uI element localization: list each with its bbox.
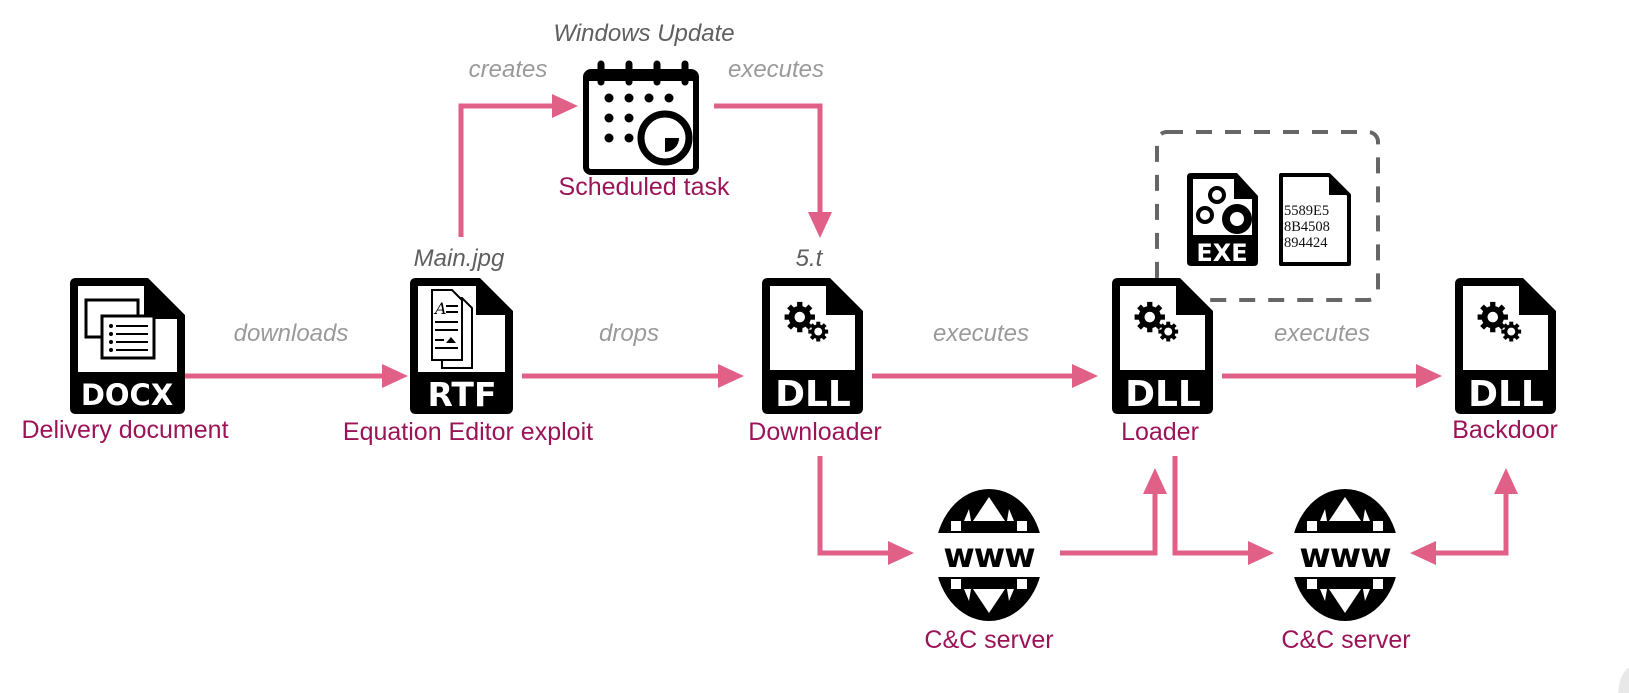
embedded-payload-group bbox=[1155, 130, 1380, 302]
arrowhead bbox=[808, 212, 832, 238]
arrowhead bbox=[718, 364, 744, 388]
node-label-cc-server-2: C&C server bbox=[1281, 626, 1411, 654]
node-label-cc-server-1: C&C server bbox=[924, 626, 1054, 654]
edge-label-downloads: downloads bbox=[233, 320, 349, 347]
node-label-delivery-document: Delivery document bbox=[21, 416, 229, 444]
node-label-backdoor: Backdoor bbox=[1452, 416, 1558, 444]
rtf-filename-label: Main.jpg bbox=[413, 245, 505, 272]
edge-label-task-executes: executes bbox=[727, 56, 825, 83]
dll-badge: DLL bbox=[775, 374, 851, 415]
www-globe-icon-cc1 bbox=[933, 489, 1045, 621]
hex-file-icon: 5589E5 8B4508 894424 bbox=[1279, 173, 1351, 266]
downloader-filename-label: 5.t bbox=[795, 245, 823, 272]
arrowhead bbox=[1416, 364, 1442, 388]
arrowhead bbox=[1143, 468, 1167, 494]
edge-label-loader-executes: executes bbox=[1273, 320, 1371, 347]
arrow-loader-to-cc2 bbox=[1172, 456, 1250, 556]
dll-file-icon-backdoor: DLL bbox=[1455, 278, 1556, 415]
docx-badge: DOCX bbox=[81, 378, 173, 412]
hex-line: 894424 bbox=[1284, 235, 1328, 251]
arrowhead bbox=[1072, 364, 1098, 388]
www-globe-icon-cc2 bbox=[1289, 489, 1401, 621]
page-curl-decoration bbox=[1618, 668, 1629, 693]
exe-file-icon: EXE bbox=[1187, 173, 1258, 267]
node-label-scheduled-task: Scheduled task bbox=[558, 173, 730, 201]
arrow-downloader-to-cc1 bbox=[817, 456, 890, 556]
dll-badge: DLL bbox=[1125, 374, 1201, 415]
docx-file-icon: DOCX bbox=[70, 278, 185, 414]
exe-badge: EXE bbox=[1196, 239, 1247, 267]
node-label-equation-editor-exploit: Equation Editor exploit bbox=[342, 418, 594, 446]
node-label-loader: Loader bbox=[1121, 418, 1199, 446]
rtf-file-icon: A RTF bbox=[410, 278, 513, 414]
calendar-clock-icon bbox=[583, 60, 699, 175]
hex-line: 5589E5 bbox=[1284, 203, 1329, 219]
arrow-task-executes bbox=[714, 103, 823, 215]
edge-label-creates: creates bbox=[468, 56, 548, 83]
svg-text:A: A bbox=[433, 299, 447, 318]
dll-file-icon-downloader: DLL bbox=[762, 278, 863, 415]
dll-badge: DLL bbox=[1468, 374, 1544, 415]
hex-line: 8B4508 bbox=[1284, 219, 1330, 235]
dll-file-icon-loader: DLL bbox=[1112, 278, 1213, 415]
arrowhead bbox=[888, 541, 914, 565]
arrow-creates bbox=[458, 103, 556, 237]
arrowhead bbox=[1494, 468, 1518, 494]
arrowhead bbox=[1248, 541, 1274, 565]
arrowhead bbox=[1410, 541, 1436, 565]
edge-label-downloader-executes: executes bbox=[932, 320, 1030, 347]
arrows bbox=[185, 103, 1509, 556]
arrowhead bbox=[382, 364, 408, 388]
arrow-cc1-to-loader bbox=[1060, 490, 1158, 556]
arrow-backdoor-cc2 bbox=[1430, 490, 1509, 556]
rtf-badge: RTF bbox=[428, 375, 497, 414]
arrowheads bbox=[382, 94, 1518, 565]
task-filename-label: Windows Update bbox=[553, 20, 735, 47]
edge-label-drops: drops bbox=[598, 320, 660, 347]
node-label-downloader: Downloader bbox=[748, 418, 882, 446]
arrowhead bbox=[552, 94, 578, 118]
